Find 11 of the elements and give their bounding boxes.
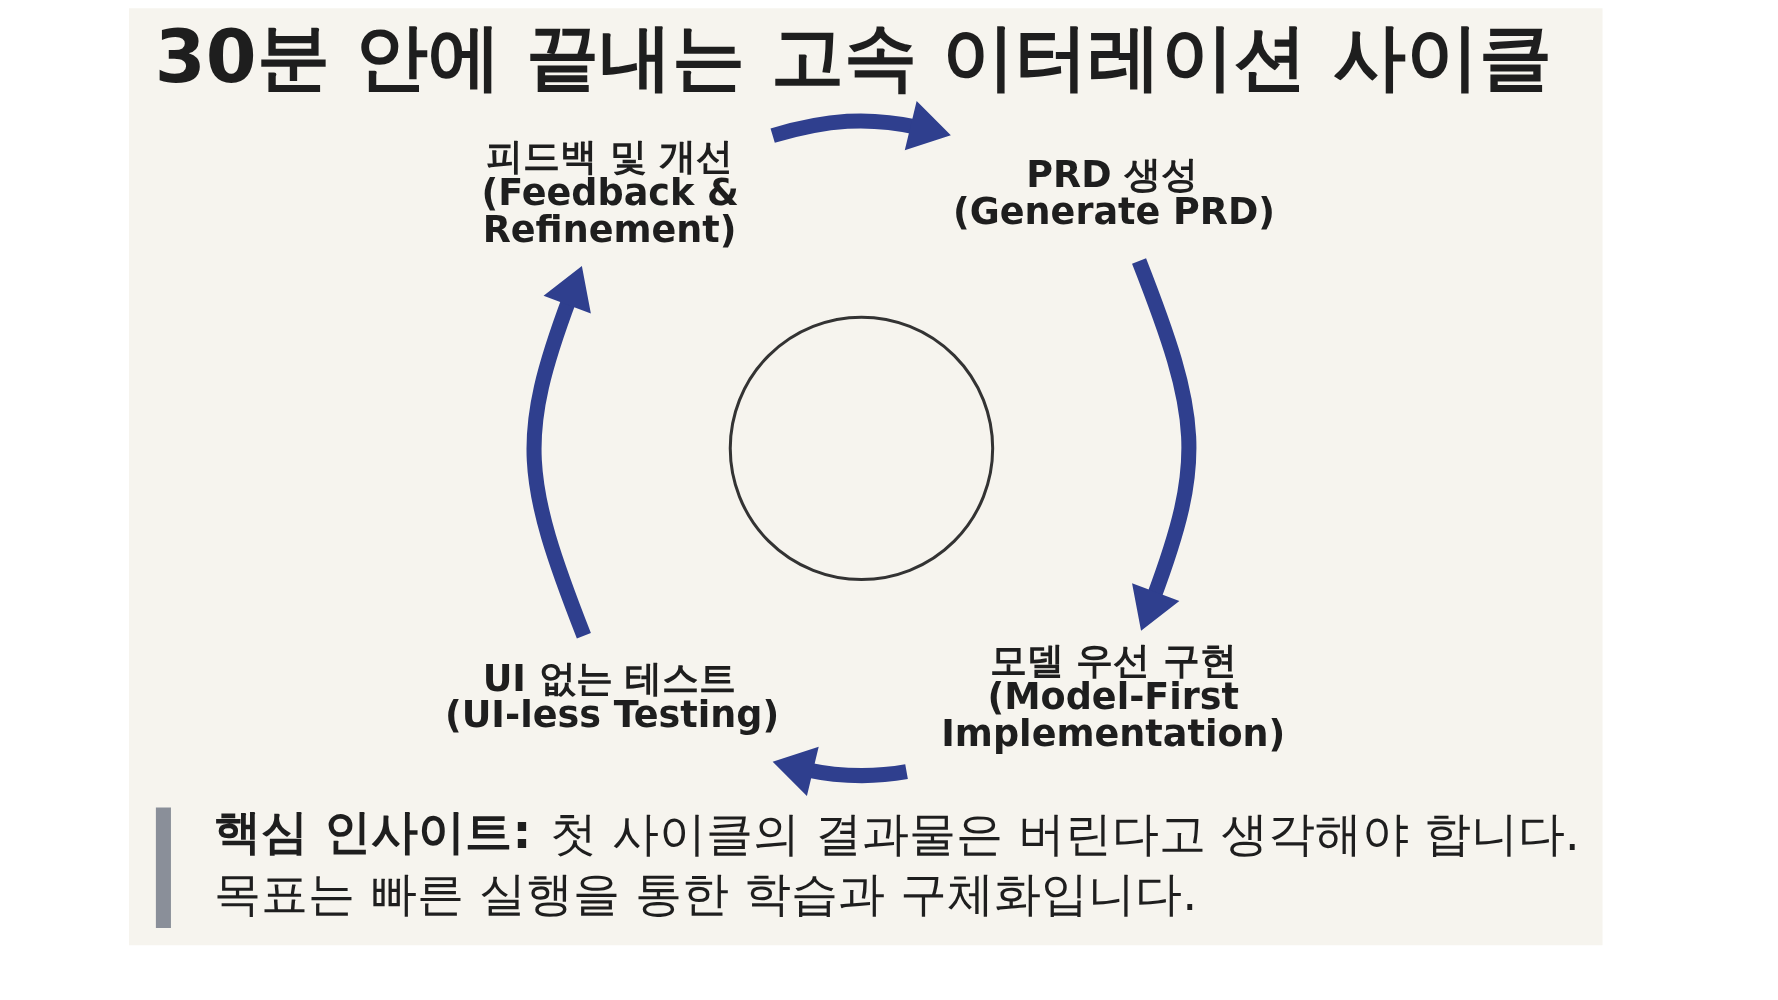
diagram-title: 30분 안에 끝내는 고속 이터레이션 사이클	[154, 13, 1552, 99]
label: 핵심 인사이트: 첫 사이클의 결과물은 버린다고 생각해야 합니다. 목표는 빠른 실행을 통한 학습과 구체화입니다.	[213, 803, 1580, 922]
arrow	[770, 100, 951, 151]
arrow	[526, 266, 591, 639]
node-text: 피드백 및 개선 (Feedback & Refinement)	[481, 134, 739, 251]
node-text: UI 없는 테스트 (UI-less Testing)	[445, 656, 780, 737]
node-circle	[728, 315, 995, 582]
arrow	[1132, 258, 1197, 631]
node-text: 모델 우선 구현 (Model-First Implementation)	[941, 638, 1286, 755]
node-text: PRD 생성 (Generate PRD)	[953, 153, 1276, 233]
arrow	[772, 746, 908, 796]
